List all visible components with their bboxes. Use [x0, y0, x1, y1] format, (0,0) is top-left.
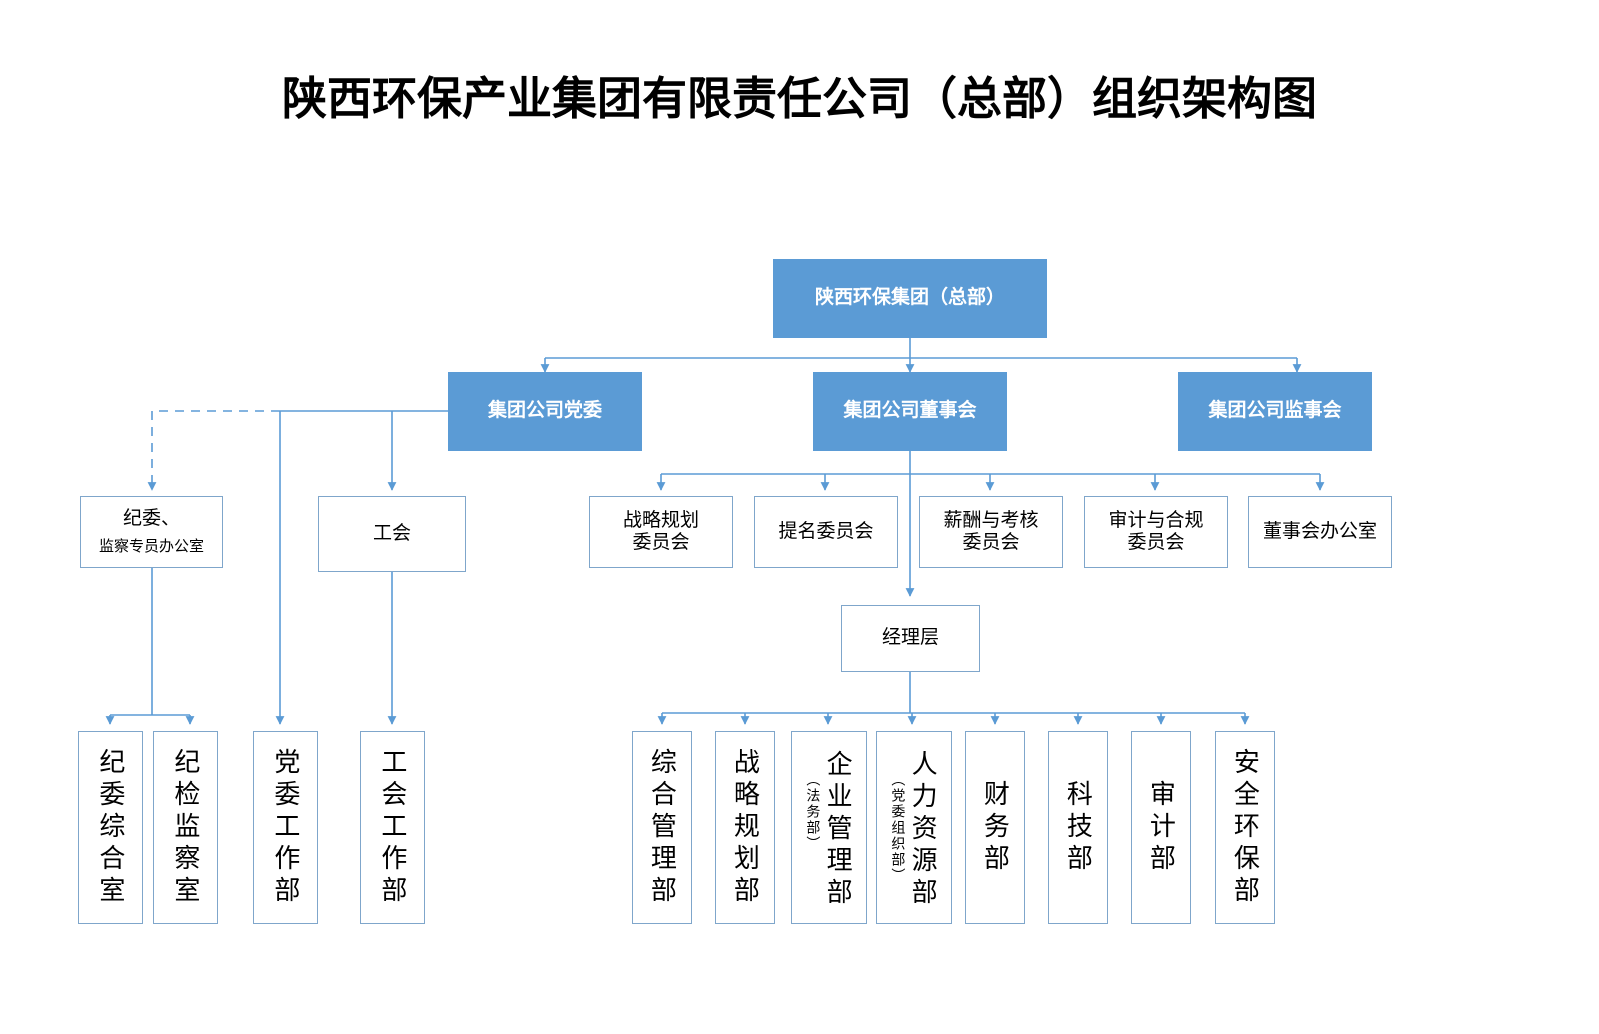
node-compensation-committee-label: 薪酬与考核 委员会 — [943, 509, 1039, 553]
node-dept-safety-environment-label: 安全环保部 — [1230, 747, 1261, 908]
node-dept-general-management[interactable]: 综合管理部 — [632, 731, 692, 924]
node-strategy-committee[interactable]: 战略规划 委员会 — [589, 496, 733, 568]
node-board-office-label: 董事会办公室 — [1262, 520, 1377, 542]
node-management-layer-label: 经理层 — [881, 627, 939, 649]
node-dept-finance[interactable]: 财务部 — [965, 731, 1025, 924]
node-board-of-directors[interactable]: 集团公司董事会 — [813, 372, 1007, 451]
node-dept-technology-label: 科技部 — [1063, 779, 1094, 876]
node-dept-safety-environment[interactable]: 安全环保部 — [1215, 731, 1275, 924]
node-audit-compliance-committee[interactable]: 审计与合规 委员会 — [1084, 496, 1228, 568]
node-party-committee[interactable]: 集团公司党委 — [448, 372, 642, 451]
node-board-office[interactable]: 董事会办公室 — [1248, 496, 1392, 568]
node-dept-audit[interactable]: 审计部 — [1131, 731, 1191, 924]
node-dept-party-work-label: 党委工作部 — [270, 747, 301, 908]
node-dept-finance-label: 财务部 — [980, 779, 1011, 876]
node-board-of-supervisors-label: 集团公司监事会 — [1208, 400, 1342, 422]
node-dept-strategic-planning[interactable]: 战略规划部 — [715, 731, 775, 924]
node-discipline-inspection-sublabel: 监察专员办公室 — [98, 537, 204, 555]
node-nomination-committee-label: 提名委员会 — [778, 520, 874, 542]
node-party-committee-label: 集团公司党委 — [487, 400, 602, 422]
node-dept-strategic-planning-label: 战略规划部 — [730, 747, 761, 908]
node-discipline-inspection-label: 纪委、 — [122, 508, 180, 530]
node-dept-general-management-label: 综合管理部 — [647, 747, 678, 908]
node-dept-human-resources-parenthetical: （党委组织部） — [890, 772, 907, 884]
node-dept-discipline-general-office[interactable]: 纪委综合室 — [78, 731, 143, 924]
node-board-of-supervisors[interactable]: 集团公司监事会 — [1178, 372, 1372, 451]
node-dept-enterprise-management-parenthetical: （法务部） — [805, 772, 822, 852]
node-dept-audit-label: 审计部 — [1146, 779, 1177, 876]
node-compensation-committee[interactable]: 薪酬与考核 委员会 — [919, 496, 1063, 568]
node-union[interactable]: 工会 — [318, 496, 466, 572]
node-discipline-inspection[interactable]: 纪委、 监察专员办公室 — [80, 496, 223, 568]
node-strategy-committee-label: 战略规划 委员会 — [622, 509, 699, 553]
node-root[interactable]: 陕西环保集团（总部） — [773, 259, 1047, 338]
node-dept-enterprise-management[interactable]: 企业管理部 （法务部） — [791, 731, 867, 924]
node-union-label: 工会 — [372, 522, 411, 544]
node-dept-discipline-supervision-office-label: 纪检监察室 — [170, 747, 201, 908]
node-dept-enterprise-management-label: 企业管理部 — [823, 750, 854, 910]
node-dept-discipline-general-office-label: 纪委综合室 — [95, 747, 126, 908]
node-dept-union-work-label: 工会工作部 — [377, 747, 408, 908]
page-title: 陕西环保产业集团有限责任公司（总部）组织架构图 — [281, 74, 1317, 124]
node-board-of-directors-label: 集团公司董事会 — [843, 400, 977, 422]
node-dept-human-resources[interactable]: 人力资源部 （党委组织部） — [876, 731, 952, 924]
node-dept-human-resources-label: 人力资源部 — [908, 750, 939, 910]
node-dept-party-work[interactable]: 党委工作部 — [253, 731, 318, 924]
node-audit-compliance-committee-label: 审计与合规 委员会 — [1108, 509, 1204, 553]
node-dept-union-work[interactable]: 工会工作部 — [360, 731, 425, 924]
node-dept-discipline-supervision-office[interactable]: 纪检监察室 — [153, 731, 218, 924]
node-dept-technology[interactable]: 科技部 — [1048, 731, 1108, 924]
node-management-layer[interactable]: 经理层 — [841, 605, 980, 672]
node-nomination-committee[interactable]: 提名委员会 — [754, 496, 898, 568]
node-root-label: 陕西环保集团（总部） — [814, 287, 1005, 309]
